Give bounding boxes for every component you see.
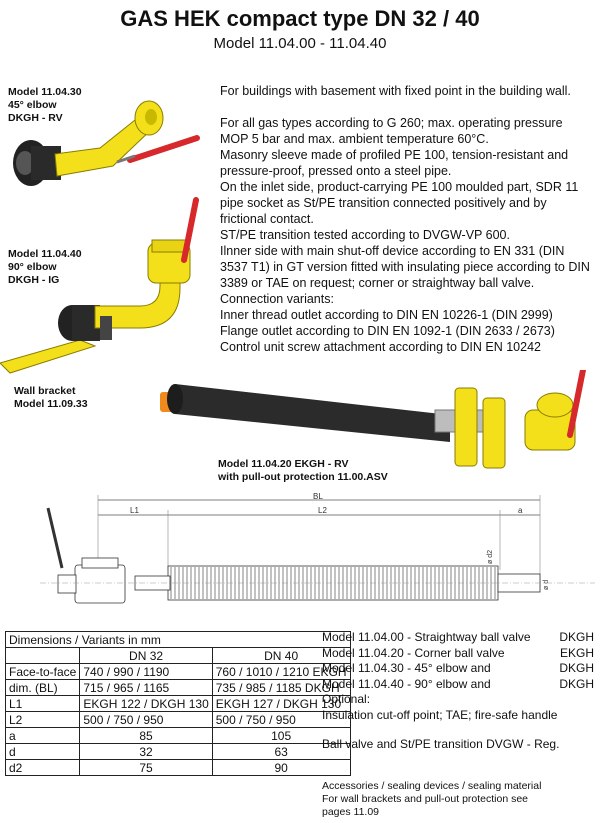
spacer [322, 723, 594, 737]
bl-label: BL [313, 492, 323, 501]
table-header-row: Dimensions / Variants in mm [5, 631, 351, 648]
table-cell: dim. (BL) [4, 679, 81, 696]
label-line: Model 11.04.40 [8, 248, 82, 260]
label-line: Model 11.09.33 [14, 398, 88, 410]
d2-label: ø d2 [487, 550, 494, 564]
table-cell: EKGH 122 / DKGH 130 [79, 695, 213, 712]
table-cell: 75 [79, 759, 213, 776]
model-text: Model 11.04.40 - 90° elbow and [322, 676, 491, 691]
label-line: with pull-out protection 11.00.ASV [218, 471, 388, 483]
table-cell: 90 [211, 759, 351, 776]
description: For buildings with basement with fixed p… [220, 83, 590, 355]
table-cell: Face-to-face [4, 663, 81, 680]
label-line: Model 11.04.20 EKGH - RV [218, 458, 349, 470]
model-row: Model 11.04.40 - 90° elbow and DKGH [322, 677, 594, 693]
model-row: Model 11.04.30 - 45° elbow and DKGH [322, 661, 594, 677]
table-cell: d [4, 743, 81, 760]
model-text: Model 11.04.20 - Corner ball valve [322, 645, 505, 660]
acc-line: pages 11.09 [322, 806, 380, 818]
model-row: Insulation cut-off point; TAE; fire-safe… [322, 708, 594, 724]
page-title: GAS HEK compact type DN 32 / 40 [120, 6, 480, 31]
table-cell: d2 [4, 759, 81, 776]
table-cell: 85 [79, 727, 213, 744]
l2-label: L2 [318, 506, 327, 515]
table-cell: 740 / 990 / 1190 [79, 663, 213, 680]
desc-line: On the inlet side, product-carrying PE 1… [220, 180, 579, 226]
desc-gap [220, 99, 590, 115]
model-code: DKGH [559, 630, 594, 644]
elbow-90-illustration [0, 197, 199, 374]
table-cell: a [4, 727, 81, 744]
table-cell: 715 / 965 / 1165 [79, 679, 213, 696]
table-cell: 760 / 1010 / 1210 EKGH [211, 663, 351, 680]
label-wall-bracket: Wall bracket Model 11.09.33 [14, 385, 88, 411]
table-cell: 735 / 985 / 1185 DKGH [211, 679, 351, 696]
ekgh-rv-illustration [160, 370, 586, 469]
label-line: 45° elbow [8, 99, 57, 111]
table-cell: EKGH 127 / DKGH 130 [211, 695, 351, 712]
corrugated-sleeve [167, 565, 499, 601]
technical-drawing: BL L1 L2 a ø d2 ø d [40, 492, 595, 604]
label-model-40: Model 11.04.40 90° elbow DKGH - IG [8, 248, 82, 287]
label-line: 90° elbow [8, 261, 57, 273]
table-col-row: DN 32 DN 40 [4, 647, 351, 664]
desc-line: For buildings with basement with fixed p… [220, 84, 571, 98]
table-cell: 32 [79, 743, 213, 760]
d-label: ø d [543, 580, 550, 590]
ball-valve-body [74, 564, 126, 604]
label-line: Model 11.04.30 [8, 86, 82, 98]
accessories-note: Accessories / sealing devices / sealing … [322, 780, 592, 819]
model-code: DKGH [559, 676, 594, 691]
model-text: Optional: [322, 692, 371, 706]
desc-line: Masonry sleeve made of profiled PE 100, … [220, 148, 569, 178]
model-text: Model 11.04.00 - Straightway ball valve [322, 630, 531, 644]
model-row: Optional: [322, 692, 594, 708]
table-cell [4, 647, 81, 664]
elbow-45-illustration [13, 100, 200, 186]
desc-line: Connection variants: [220, 292, 334, 306]
table-cell: L2 [4, 711, 81, 728]
acc-line: Accessories / sealing devices / sealing … [322, 780, 542, 792]
desc-line: Flange outlet according to DIN EN 1092-1… [220, 324, 555, 338]
label-line: Wall bracket [14, 385, 76, 397]
model-code: EKGH [559, 645, 594, 660]
label-model-30: Model 11.04.30 45° elbow DKGH - RV [8, 86, 82, 125]
desc-line: Inner thread outlet according to DIN EN … [220, 308, 553, 322]
dimensions-table: Dimensions / Variants in mm DN 32 DN 40 … [4, 631, 351, 776]
a-label: a [518, 506, 523, 515]
table-title: Dimensions / Variants in mm [5, 631, 351, 648]
desc-line: For all gas types according to G 260; ma… [220, 116, 563, 146]
dvgw-note: Ball valve and St/PE transition DVGW - R… [322, 737, 560, 751]
desc-line: Ilnner side with main shut-off device ac… [220, 244, 590, 290]
model-text: Model 11.04.30 - 45° elbow and [322, 661, 491, 675]
model-row: Model 11.04.20 - Corner ball valve EKGH [322, 646, 594, 662]
table-col-dn32: DN 32 [79, 647, 213, 664]
table-cell: 500 / 750 / 950 [79, 711, 213, 728]
model-text: Insulation cut-off point; TAE; fire-safe… [322, 707, 558, 722]
model-row: Model 11.04.00 - Straightway ball valve D… [322, 630, 594, 646]
label-line: DKGH - RV [8, 112, 63, 124]
label-line: DKGH - IG [8, 274, 60, 286]
page-subtitle: Model 11.04.00 - 11.04.40 [213, 35, 387, 52]
desc-line: ST/PE transition tested according to DVG… [220, 228, 510, 242]
acc-line: For wall brackets and pull-out protectio… [322, 793, 529, 805]
label-model-20: Model 11.04.20 EKGH - RV with pull-out p… [218, 458, 388, 484]
l1-label: L1 [130, 506, 139, 515]
model-code: DKGH [559, 661, 594, 675]
desc-line: Control unit screw attachment according … [220, 340, 541, 354]
table-cell: L1 [4, 695, 81, 712]
